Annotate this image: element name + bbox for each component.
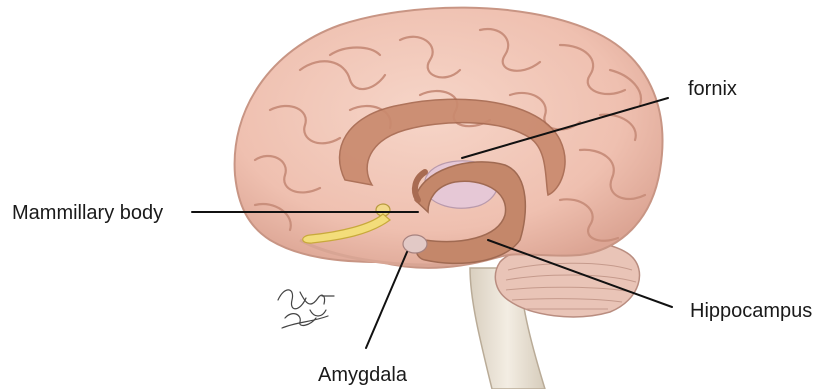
amygdala-structure <box>403 235 427 253</box>
fornix-label: fornix <box>688 78 737 100</box>
artist-signature <box>278 290 334 328</box>
mammillary-body-label: Mammillary body <box>12 202 163 224</box>
cerebral-cortex <box>235 8 663 268</box>
amygdala-label: Amygdala <box>318 364 408 386</box>
amygdala-leader <box>366 252 407 348</box>
hippocampus-label: Hippocampus <box>690 300 812 322</box>
